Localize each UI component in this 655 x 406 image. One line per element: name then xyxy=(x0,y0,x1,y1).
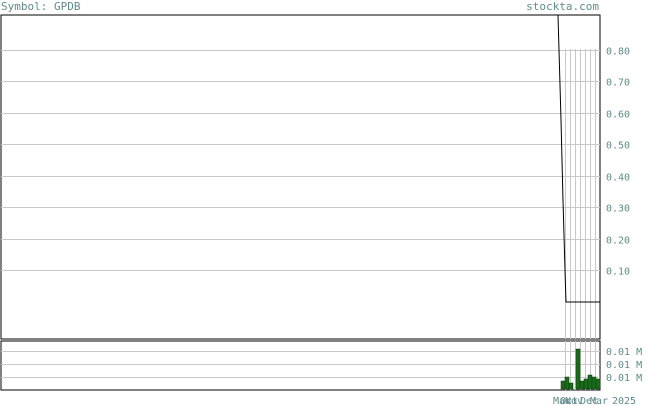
volume-bar xyxy=(583,378,589,390)
volume-bar xyxy=(587,374,593,390)
price-grid xyxy=(1,50,600,271)
price-line xyxy=(557,14,600,303)
x-tick-label: Oct xyxy=(560,396,578,406)
volume-bar xyxy=(564,376,570,390)
price-tick-label: 0.40 xyxy=(606,173,630,184)
volume-tick-label: 0.01 M xyxy=(606,360,642,371)
price-tick-label: 0.50 xyxy=(606,141,630,152)
price-vertical-grid xyxy=(565,49,596,339)
volume-tick-label: 0.01 M xyxy=(606,347,642,358)
x-tick-label: 2025 xyxy=(612,396,636,406)
price-tick-label: 0.20 xyxy=(606,236,630,247)
volume-bar xyxy=(568,382,574,390)
site-watermark: stockta.com xyxy=(526,0,599,13)
volume-bar xyxy=(560,380,566,390)
volume-bars xyxy=(560,348,601,390)
price-tick-label: 0.80 xyxy=(606,47,630,58)
volume-bar xyxy=(575,348,581,390)
volume-grid xyxy=(1,351,600,378)
volume-axis-ticks: 0.01 M 0.01 M 0.01 M xyxy=(606,347,642,384)
symbol-label: Symbol: GPDB xyxy=(1,0,81,13)
x-tick-label: Mar xyxy=(590,396,608,406)
volume-bar xyxy=(595,378,601,390)
price-tick-label: 0.10 xyxy=(606,267,630,278)
price-tick-label: 0.70 xyxy=(606,78,630,89)
price-tick-label: 0.60 xyxy=(606,110,630,121)
volume-bar xyxy=(579,380,585,390)
x-tick-label: Mar xyxy=(553,396,571,406)
x-tick-label: Dec xyxy=(580,396,598,406)
price-axis-ticks: 0.80 0.70 0.60 0.50 0.40 0.30 0.20 0.10 xyxy=(606,47,630,278)
volume-panel-frame xyxy=(0,340,601,391)
price-tick-label: 0.30 xyxy=(606,204,630,215)
volume-tick-label: 0.01 M xyxy=(606,373,642,384)
x-tick-label: Nov xyxy=(565,396,583,406)
volume-bar xyxy=(591,376,597,390)
